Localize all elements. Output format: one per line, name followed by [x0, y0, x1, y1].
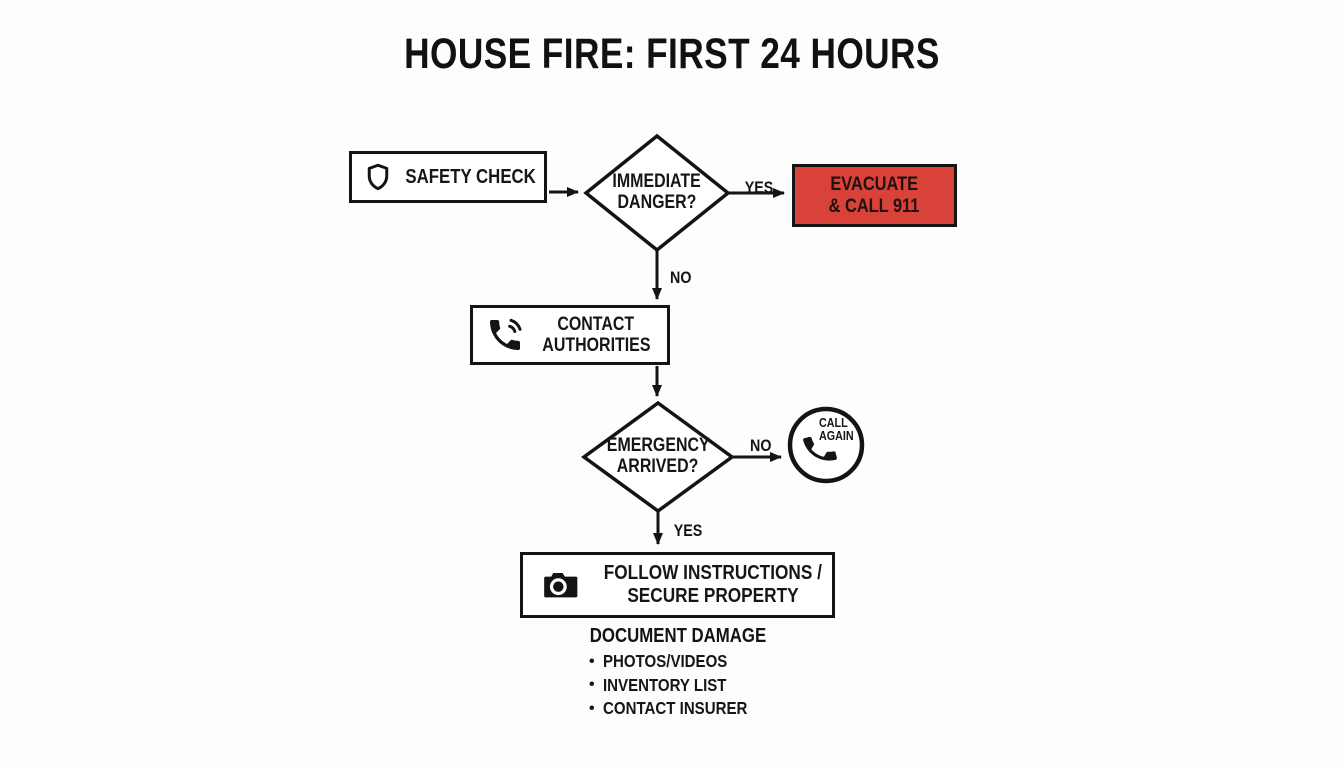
phone-volume-icon	[485, 315, 525, 355]
phone-icon	[797, 426, 843, 472]
edge-label-no-2: NO	[750, 436, 772, 455]
safety-check-label: SAFETY CHECK	[405, 165, 536, 188]
document-damage-list: • PHOTOS/VIDEOS • INVENTORY LIST • CONTA…	[589, 650, 770, 721]
edge-label-no-1: NO	[670, 268, 692, 287]
document-damage-heading: DOCUMENT DAMAGE	[589, 625, 767, 647]
edge-label-yes-2: YES	[673, 521, 703, 540]
decision-immediate-danger-label: IMMEDIATE DANGER?	[612, 171, 702, 214]
camera-icon	[537, 565, 583, 605]
call-again-label: CALL AGAIN	[819, 416, 854, 444]
decision-emergency-arrived-label: EMERGENCY ARRIVED?	[606, 435, 710, 478]
decision-emergency-arrived-shape	[581, 400, 735, 514]
node-evacuate-call-911: EVACUATE & CALL 911	[792, 164, 957, 227]
document-damage-heading-wrap: DOCUMENT DAMAGE	[573, 625, 783, 648]
node-call-again: CALL AGAIN	[790, 408, 862, 482]
bullet-icon: •	[589, 676, 595, 694]
node-safety-check: SAFETY CHECK	[349, 151, 547, 203]
shield-icon	[363, 161, 393, 193]
list-item: • CONTACT INSURER	[589, 698, 747, 719]
call-again-circle-shape	[787, 406, 865, 484]
list-item: • INVENTORY LIST	[589, 674, 727, 695]
bullet-icon: •	[589, 699, 595, 717]
bullet-icon: •	[589, 652, 595, 670]
decision-immediate-danger-shape	[583, 133, 731, 253]
node-contact-authorities: CONTACT AUTHORITIES	[470, 305, 670, 365]
node-follow-instructions: FOLLOW INSTRUCTIONS / SECURE PROPERTY	[520, 552, 835, 618]
page-title: HOUSE FIRE: FIRST 24 HOURS	[404, 30, 940, 78]
list-item: • PHOTOS/VIDEOS	[589, 651, 727, 672]
edge-label-yes-1: YES	[744, 178, 774, 197]
